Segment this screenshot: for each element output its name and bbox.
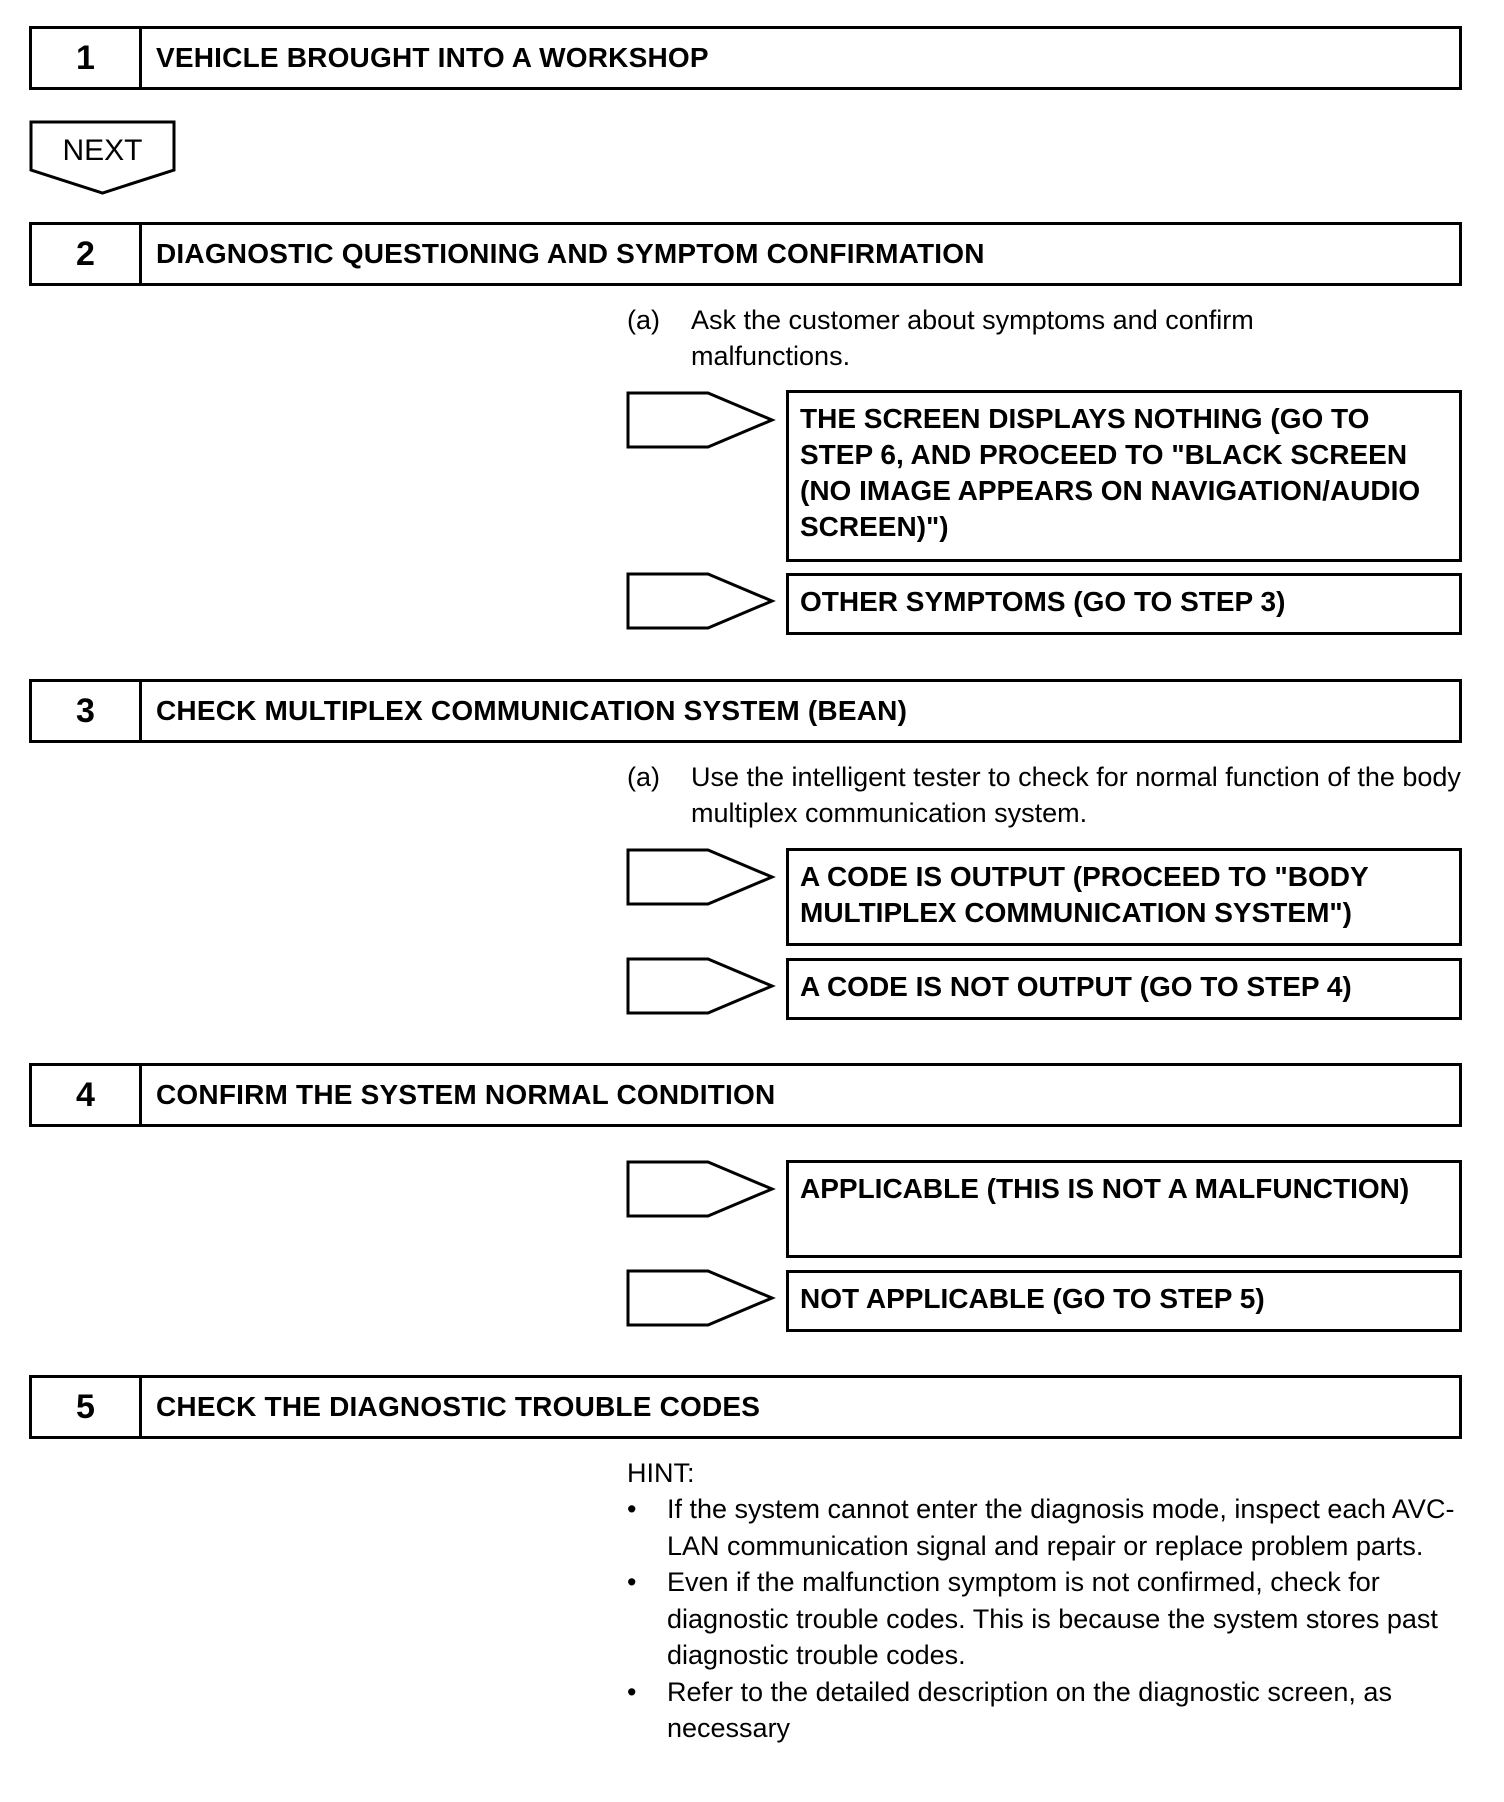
next-button[interactable]: NEXT bbox=[29, 120, 176, 196]
bullet-text: Even if the malfunction symptom is not c… bbox=[667, 1567, 1438, 1670]
instruction-text: Ask the customer about symptoms and conf… bbox=[691, 305, 1254, 371]
step-title: CHECK MULTIPLEX COMMUNICATION SYSTEM (BE… bbox=[156, 695, 908, 726]
list-item: • Even if the malfunction symptom is not… bbox=[627, 1564, 1462, 1674]
bullet-text: Refer to the detailed description on the… bbox=[667, 1676, 1392, 1744]
list-item: • Refer to the detailed description on t… bbox=[627, 1674, 1462, 1747]
step-3-result-2: A CODE IS NOT OUTPUT (GO TO STEP 4) bbox=[786, 958, 1462, 1020]
step-number: 1 bbox=[32, 29, 142, 87]
bullet-icon: • bbox=[627, 1567, 637, 1597]
result-arrow-icon bbox=[626, 572, 776, 630]
next-arrow-icon bbox=[29, 120, 176, 195]
hint-label: HINT: bbox=[627, 1458, 695, 1488]
result-arrow-icon bbox=[626, 957, 776, 1015]
step-2-header: 2 DIAGNOSTIC QUESTIONING AND SYMPTOM CON… bbox=[29, 222, 1462, 286]
step-title: DIAGNOSTIC QUESTIONING AND SYMPTOM CONFI… bbox=[156, 238, 985, 269]
result-arrow-icon bbox=[626, 391, 776, 449]
step-3-result-1: A CODE IS OUTPUT (PROCEED TO "BODY MULTI… bbox=[786, 848, 1462, 946]
step-3-header: 3 CHECK MULTIPLEX COMMUNICATION SYSTEM (… bbox=[29, 679, 1462, 743]
list-item: • If the system cannot enter the diagnos… bbox=[627, 1491, 1462, 1564]
step-title: VEHICLE BROUGHT INTO A WORKSHOP bbox=[156, 42, 709, 73]
result-arrow-icon bbox=[626, 848, 776, 906]
step-number: 2 bbox=[32, 225, 142, 283]
step-2-result-2: OTHER SYMPTOMS (GO TO STEP 3) bbox=[786, 573, 1462, 635]
bullet-icon: • bbox=[627, 1676, 637, 1707]
result-arrow-icon bbox=[626, 1160, 776, 1218]
instruction-tag: (a) bbox=[627, 762, 660, 792]
bullet-icon: • bbox=[627, 1494, 637, 1524]
step-4-header: 4 CONFIRM THE SYSTEM NORMAL CONDITION bbox=[29, 1063, 1462, 1127]
step-number: 5 bbox=[32, 1378, 142, 1436]
step-4-result-1: APPLICABLE (THIS IS NOT A MALFUNCTION) bbox=[786, 1160, 1462, 1258]
next-button-label: NEXT bbox=[62, 134, 143, 167]
result-arrow-icon bbox=[626, 1269, 776, 1327]
step-4-result-2: NOT APPLICABLE (GO TO STEP 5) bbox=[786, 1270, 1462, 1332]
step-5-header: 5 CHECK THE DIAGNOSTIC TROUBLE CODES bbox=[29, 1375, 1462, 1439]
step-2-result-1: THE SCREEN DISPLAYS NOTHING (GO TO STEP … bbox=[786, 390, 1462, 562]
step-title: CONFIRM THE SYSTEM NORMAL CONDITION bbox=[156, 1079, 776, 1110]
step-number: 4 bbox=[32, 1066, 142, 1124]
bullet-text: If the system cannot enter the diagnosis… bbox=[667, 1494, 1455, 1561]
step-title: CHECK THE DIAGNOSTIC TROUBLE CODES bbox=[156, 1391, 761, 1422]
step-1-header: 1 VEHICLE BROUGHT INTO A WORKSHOP bbox=[29, 26, 1462, 90]
hint-bullet-list: • If the system cannot enter the diagnos… bbox=[627, 1491, 1462, 1747]
instruction-tag: (a) bbox=[627, 305, 660, 335]
step-number: 3 bbox=[32, 682, 142, 740]
instruction-text: Use the intelligent tester to check for … bbox=[691, 762, 1461, 828]
